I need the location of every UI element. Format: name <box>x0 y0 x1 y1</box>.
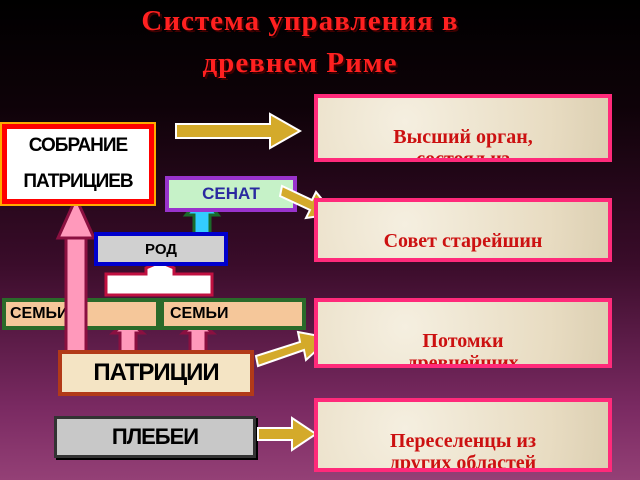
rod-box: РОД <box>94 232 228 266</box>
rod-label: РОД <box>145 240 177 258</box>
sobranie-patriciev-box: СОБРАНИЕ ПАТРИЦИЕВ <box>0 122 156 206</box>
patricii-description-text: Потомки древнейших жителей Рима <box>407 330 519 368</box>
semi-right-box: СЕМЬИ <box>160 298 306 330</box>
sobranie-patriciev-label: СОБРАНИЕ ПАТРИЦИЕВ <box>23 135 133 192</box>
senat-label: СЕНАТ <box>202 184 260 203</box>
semi-left-label: СЕМЬИ <box>10 305 69 322</box>
plebei-box: ПЛЕБЕИ <box>54 416 256 458</box>
page-title: Система управления в древнем Риме <box>141 5 459 79</box>
senat-description-text: Совет старейшин родов <box>383 230 543 258</box>
plebei-label: ПЛЕБЕИ <box>111 424 199 449</box>
senat-box: СЕНАТ <box>165 176 297 212</box>
senat-description-note: Совет старейшин родов <box>314 198 612 262</box>
patricii-label: ПАТРИЦИИ <box>93 359 219 386</box>
sobranie-note-arrow <box>175 112 303 150</box>
patricii-description-note: Потомки древнейших жителей Рима <box>314 298 612 368</box>
plebei-description-note: Переселенцы из других областей Италии <box>314 398 612 472</box>
sobranie-description-text: Высший орган, состоял из мужчин <box>393 126 533 162</box>
plebei-note-arrow <box>257 416 318 452</box>
patricii-box: ПАТРИЦИИ <box>58 350 254 396</box>
plebei-description-text: Переселенцы из других областей Италии <box>389 430 537 472</box>
semi-right-label: СЕМЬИ <box>170 305 229 322</box>
sobranie-description-note: Высший орган, состоял из мужчин <box>314 94 612 162</box>
